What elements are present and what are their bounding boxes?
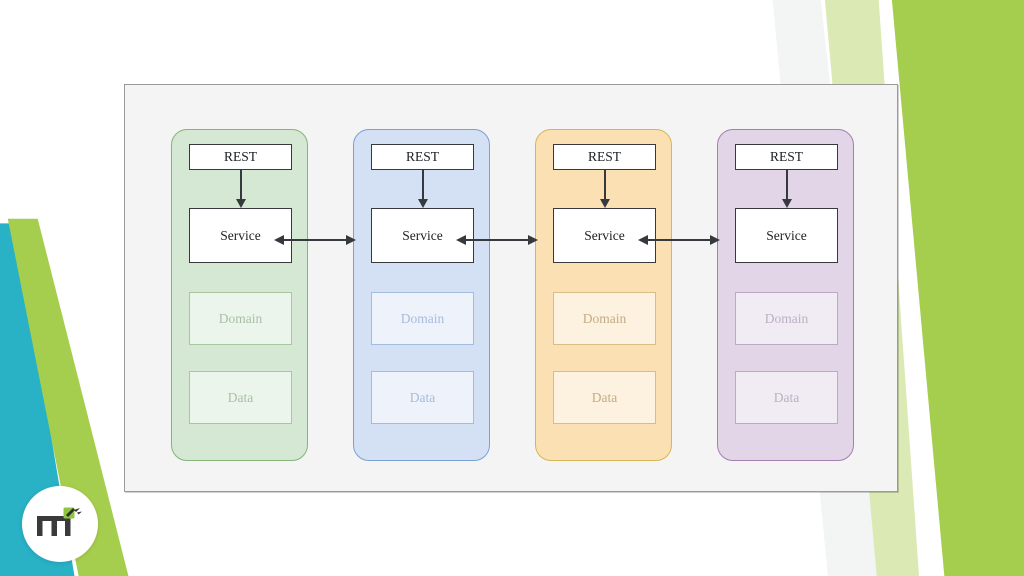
logo-badge [22, 486, 98, 562]
service-column-c[interactable]: REST Service Domain Data [535, 129, 672, 461]
data-box: Data [735, 371, 838, 424]
domain-box: Domain [189, 292, 292, 345]
data-box: Data [189, 371, 292, 424]
rest-box[interactable]: REST [371, 144, 474, 170]
domain-box: Domain [371, 292, 474, 345]
service-to-service-arrow-icon [274, 234, 356, 246]
rest-box[interactable]: REST [189, 144, 292, 170]
diagram-frame: REST Service Domain Data REST Service Do… [124, 84, 898, 492]
domain-box: Domain [553, 292, 656, 345]
rest-to-service-arrow-icon [236, 170, 246, 208]
rest-box[interactable]: REST [553, 144, 656, 170]
service-column-a[interactable]: REST Service Domain Data [171, 129, 308, 461]
service-column-d[interactable]: REST Service Domain Data [717, 129, 854, 461]
service-column-b[interactable]: REST Service Domain Data [353, 129, 490, 461]
service-to-service-arrow-icon [638, 234, 720, 246]
data-box: Data [553, 371, 656, 424]
rest-box[interactable]: REST [735, 144, 838, 170]
service-to-service-arrow-icon [456, 234, 538, 246]
rest-to-service-arrow-icon [600, 170, 610, 208]
domain-box: Domain [735, 292, 838, 345]
data-box: Data [371, 371, 474, 424]
rest-to-service-arrow-icon [782, 170, 792, 208]
rest-to-service-arrow-icon [418, 170, 428, 208]
mi-logo-icon [37, 507, 82, 536]
service-columns: REST Service Domain Data REST Service Do… [125, 85, 897, 491]
service-box[interactable]: Service [735, 208, 838, 263]
